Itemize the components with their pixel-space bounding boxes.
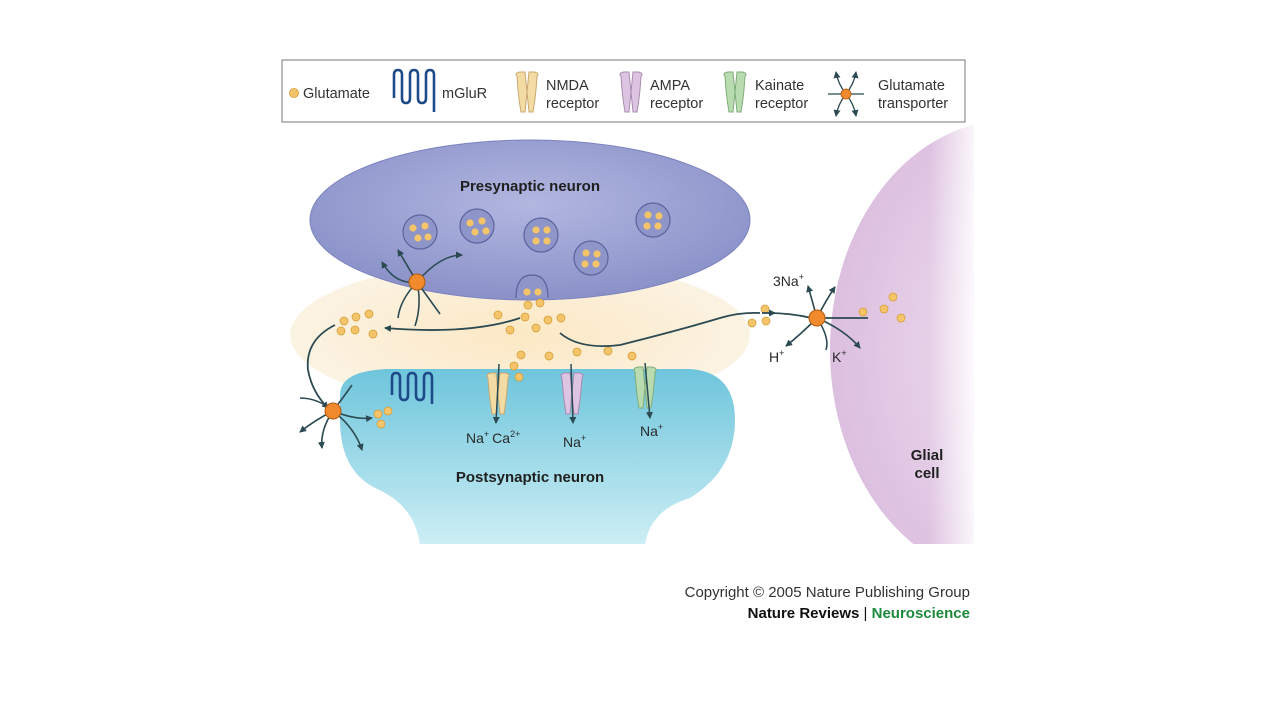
legend-glutamate-label: Glutamate	[303, 86, 370, 102]
glia-potassium-label: K+	[832, 348, 847, 365]
credit-block: Copyright © 2005 Nature Publishing Group…	[685, 582, 970, 624]
ampa-receptor-icon	[619, 71, 643, 113]
ampa-ion-label: Na+	[563, 433, 586, 450]
mglur-icon	[392, 68, 436, 112]
nmda-receptor	[486, 363, 510, 424]
glia-proton-label: H+	[769, 348, 784, 365]
copyright-line: Copyright © 2005 Nature Publishing Group	[684, 584, 970, 601]
legend-nmda-label-1: NMDA	[546, 78, 589, 94]
legend-kainate-label-1: Kainate	[755, 78, 804, 94]
glia-sodium-label: 3Na+	[773, 272, 804, 289]
fusing-vesicle	[515, 274, 549, 299]
ampa-receptor	[560, 363, 584, 424]
vesicle	[459, 208, 495, 244]
mglur-receptor	[390, 371, 434, 404]
legend-ampa-label-1: AMPA	[650, 78, 690, 94]
legend-transporter-label-2: transporter	[878, 96, 948, 112]
legend-nmda-label-2: receptor	[546, 96, 599, 112]
legend-kainate-label-2: receptor	[755, 96, 808, 112]
glial-label-2: cell	[914, 465, 939, 482]
journal-separator: |	[863, 605, 868, 622]
nmda-receptor-icon	[515, 71, 539, 113]
kainate-receptor	[633, 362, 657, 419]
legend-mglur-label: mGluR	[442, 86, 487, 102]
legend: Glutamate mGluR NMDA receptor AMPA recep…	[281, 59, 966, 123]
legend-ampa-label-2: receptor	[650, 96, 703, 112]
postsynaptic-transporter	[299, 384, 373, 451]
glutamate-icon	[289, 88, 299, 98]
postsynaptic-neuron	[340, 369, 735, 544]
journal-name: Nature Reviews	[747, 605, 860, 622]
journal-line: Nature Reviews | Neuroscience	[685, 603, 970, 624]
glial-transporter	[785, 285, 861, 351]
presynaptic-transporter	[381, 249, 463, 327]
glial-cell	[830, 124, 974, 544]
synapse-area	[290, 124, 974, 544]
glutamate-transporter-icon	[828, 71, 864, 117]
kainate-receptor-icon	[723, 71, 747, 113]
vesicle	[635, 202, 671, 238]
vesicle	[402, 214, 438, 250]
nmda-ion-label: Na+Ca2+	[466, 429, 520, 446]
kainate-ion-label: Na+	[640, 422, 663, 439]
vesicles	[402, 202, 671, 299]
vesicle	[573, 240, 609, 276]
legend-transporter-label-1: Glutamate	[878, 78, 945, 94]
journal-section: Neuroscience	[871, 605, 970, 622]
postsynaptic-label: Postsynaptic neuron	[456, 469, 604, 486]
glutamate-molecules	[336, 292, 906, 429]
glial-label-1: Glial	[911, 447, 944, 464]
presynaptic-neuron	[309, 139, 751, 301]
presynaptic-label: Presynaptic neuron	[460, 178, 600, 195]
vesicle	[523, 217, 559, 253]
